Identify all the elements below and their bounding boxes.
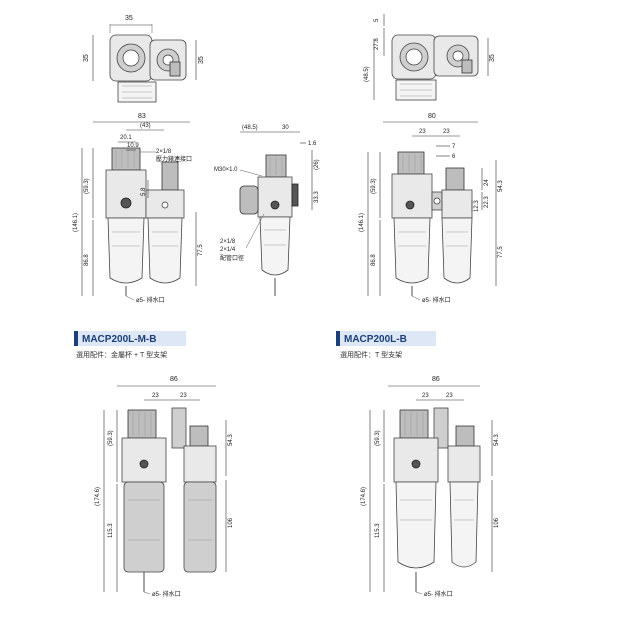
- subtitle-macp200l-b: 選用配件：T 型支架: [340, 350, 402, 359]
- dim-bottom-left-106: 106: [228, 517, 234, 528]
- dim-side-30: 30: [282, 125, 289, 131]
- dim-bottom-left-23b: 23: [180, 393, 187, 399]
- dim-bottom-right-59.3: (59.3): [375, 430, 381, 446]
- dim-front-left-83: 83: [138, 113, 146, 120]
- front-view-right: 80 23 23 7 6 (59.3) (146.1) 86.8 24 54.3…: [359, 113, 504, 304]
- tag-macp200l-m-b: MACP200L-M-B 選用配件：金屬杯 + T 型支架: [74, 331, 186, 359]
- dim-bottom-left-59.3: (59.3): [108, 430, 114, 446]
- dim-front-right-59.3: (59.3): [371, 178, 377, 194]
- subtitle-macp200l-m-b: 選用配件：金屬杯 + T 型支架: [76, 350, 167, 359]
- dim-top-right-35: 35: [489, 54, 496, 62]
- title-macp200l-m-b: MACP200L-M-B: [82, 334, 156, 345]
- dim-front-right-77.5: 77.5: [498, 246, 504, 258]
- dim-top-left-35b: 35: [83, 54, 90, 62]
- dim-top-right-27.8: 27.8: [374, 38, 380, 50]
- dim-bottom-left-86: 86: [170, 376, 178, 383]
- dim-bottom-right-174.6: (174.6): [361, 487, 367, 506]
- dim-bottom-left-174.6: (174.6): [95, 487, 101, 506]
- dim-front-right-86.8: 86.8: [371, 254, 377, 266]
- front-view-left: 83 (43) 20.1 10.9 (59.3) (146.1) 86.8 5.…: [73, 113, 204, 304]
- note-side-port-size: 配管口徑: [220, 254, 244, 262]
- dim-front-right-22.3: 22.3: [484, 196, 490, 208]
- drain-bottom-right: ø5- 排水口: [424, 590, 453, 598]
- note-front-left-ports: 2×1/8: [156, 149, 172, 155]
- bottom-view-right: 86 23 23 (59.3) 54.3 (174.6) 115.3 106 ø…: [361, 376, 500, 598]
- note-side-port-1: 2×1/8: [220, 239, 236, 245]
- dim-front-right-54.3: 54.3: [498, 180, 504, 192]
- note-side-thread: M30×1.0: [214, 167, 238, 173]
- note-front-left-gauge-port: 壓力錶連接口: [156, 155, 192, 163]
- dim-side-26: (26): [314, 159, 320, 170]
- dim-bottom-right-54.3: 54.3: [494, 434, 500, 446]
- dim-front-left-20.1: 20.1: [120, 135, 132, 141]
- dim-top-left-35c: 35: [198, 56, 205, 64]
- dim-side-48.5: (48.5): [242, 125, 258, 131]
- dim-front-right-146.1: (146.1): [359, 213, 365, 232]
- dim-front-left-86.8: 86.8: [84, 254, 90, 266]
- dim-front-right-12.3: 12.3: [474, 200, 480, 212]
- dim-front-right-7: 7: [452, 144, 456, 150]
- top-view-left: 35 35 35: [83, 15, 205, 103]
- drain-bottom-left: ø5- 排水口: [152, 590, 181, 598]
- tag-macp200l-b: MACP200L-B 選用配件：T 型支架: [336, 331, 436, 359]
- note-side-port-2: 2×1/4: [220, 247, 236, 253]
- dim-front-left-43: (43): [140, 123, 151, 129]
- dim-top-left-35a: 35: [125, 15, 133, 22]
- dim-bottom-left-115.3: 115.3: [108, 523, 114, 538]
- dim-bottom-right-86: 86: [432, 376, 440, 383]
- dim-bottom-left-54.3: 54.3: [228, 434, 234, 446]
- dim-top-right-5: 5: [374, 18, 380, 22]
- dim-bottom-left-23a: 23: [152, 393, 159, 399]
- title-macp200l-b: MACP200L-B: [344, 334, 407, 345]
- dim-front-right-23a: 23: [419, 129, 426, 135]
- dim-bottom-right-23a: 23: [422, 393, 429, 399]
- top-view-right: 5 27.8 35 (48.5): [364, 14, 496, 101]
- dim-front-right-6: 6: [452, 154, 456, 160]
- dim-front-left-59.3: (59.3): [84, 178, 90, 194]
- bottom-view-left: 86 23 23 (59.3) 54.3 (174.6) 115.3 106 ø…: [95, 376, 234, 598]
- dim-front-right-23b: 23: [443, 129, 450, 135]
- dim-front-left-77.5: 77.5: [198, 244, 204, 256]
- dim-side-33.3: 33.3: [314, 191, 320, 203]
- dim-top-right-48.5: (48.5): [364, 66, 370, 82]
- side-view-middle: (48.5) 30 1.6 (26) 33.3 M30×1.0 2×1/8 2×…: [214, 125, 320, 296]
- drain-front-right: ø5- 排水口: [422, 296, 451, 304]
- dim-bottom-right-106: 106: [494, 517, 500, 528]
- dim-front-left-146.1: (146.1): [73, 213, 79, 232]
- dim-front-left-5.8: 5.8: [141, 187, 147, 196]
- drain-front-left: ø5- 排水口: [136, 296, 165, 304]
- dim-front-right-80: 80: [428, 113, 436, 120]
- dim-side-1.6: 1.6: [308, 141, 317, 147]
- dim-front-right-24: 24: [484, 179, 490, 186]
- dim-front-left-10.9: 10.9: [127, 143, 139, 149]
- dim-bottom-right-23b: 23: [446, 393, 453, 399]
- dim-bottom-right-115.3: 115.3: [375, 523, 381, 538]
